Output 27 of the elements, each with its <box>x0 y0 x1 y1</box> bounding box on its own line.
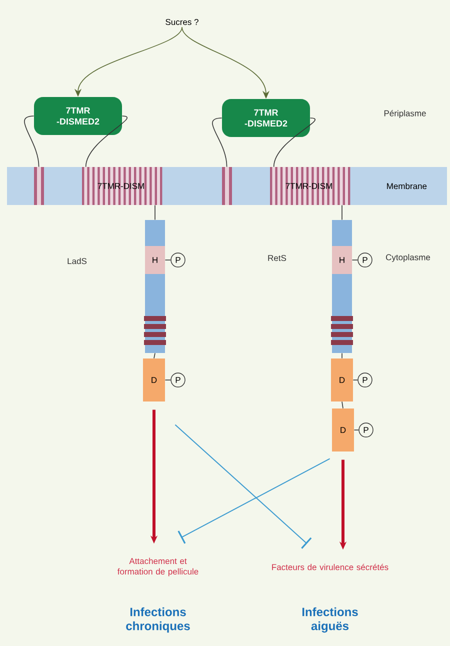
h-box: H <box>332 246 352 274</box>
protein-label: RetS <box>268 255 286 261</box>
text-label: Sucres ? <box>166 19 198 26</box>
domain-box: 7TMR -DISMED2 <box>34 97 122 135</box>
infection-label: Infections chroniques <box>126 607 190 633</box>
d-box: D <box>332 408 354 452</box>
region-label: Périplasme <box>384 110 426 118</box>
connector-line <box>212 118 228 168</box>
d-box: D <box>143 358 165 402</box>
connector-line <box>154 352 156 359</box>
outcome-text: Attachement et formation de pellicule <box>118 558 198 576</box>
infection-label: Infections aiguës <box>302 607 358 633</box>
h-box: H <box>145 246 165 274</box>
connector-line <box>154 204 156 220</box>
connector-line <box>273 118 316 168</box>
striped-domain: 7TMR-DISM <box>270 167 350 205</box>
connector-line <box>24 116 40 168</box>
region-label: Cytoplasme <box>386 254 430 262</box>
protein-label: LadS <box>68 258 87 264</box>
outcome-text: Facteurs de virulence sécrétés <box>272 564 388 570</box>
domain-box: 7TMR -DISMED2 <box>222 99 310 137</box>
connector-line <box>85 116 128 168</box>
inhibition-arrow <box>174 424 312 549</box>
d-box: D <box>331 358 353 402</box>
connector-line <box>342 401 344 409</box>
striped-domain: 7TMR-DISM <box>82 167 162 205</box>
inhibition-arrow <box>178 458 330 544</box>
